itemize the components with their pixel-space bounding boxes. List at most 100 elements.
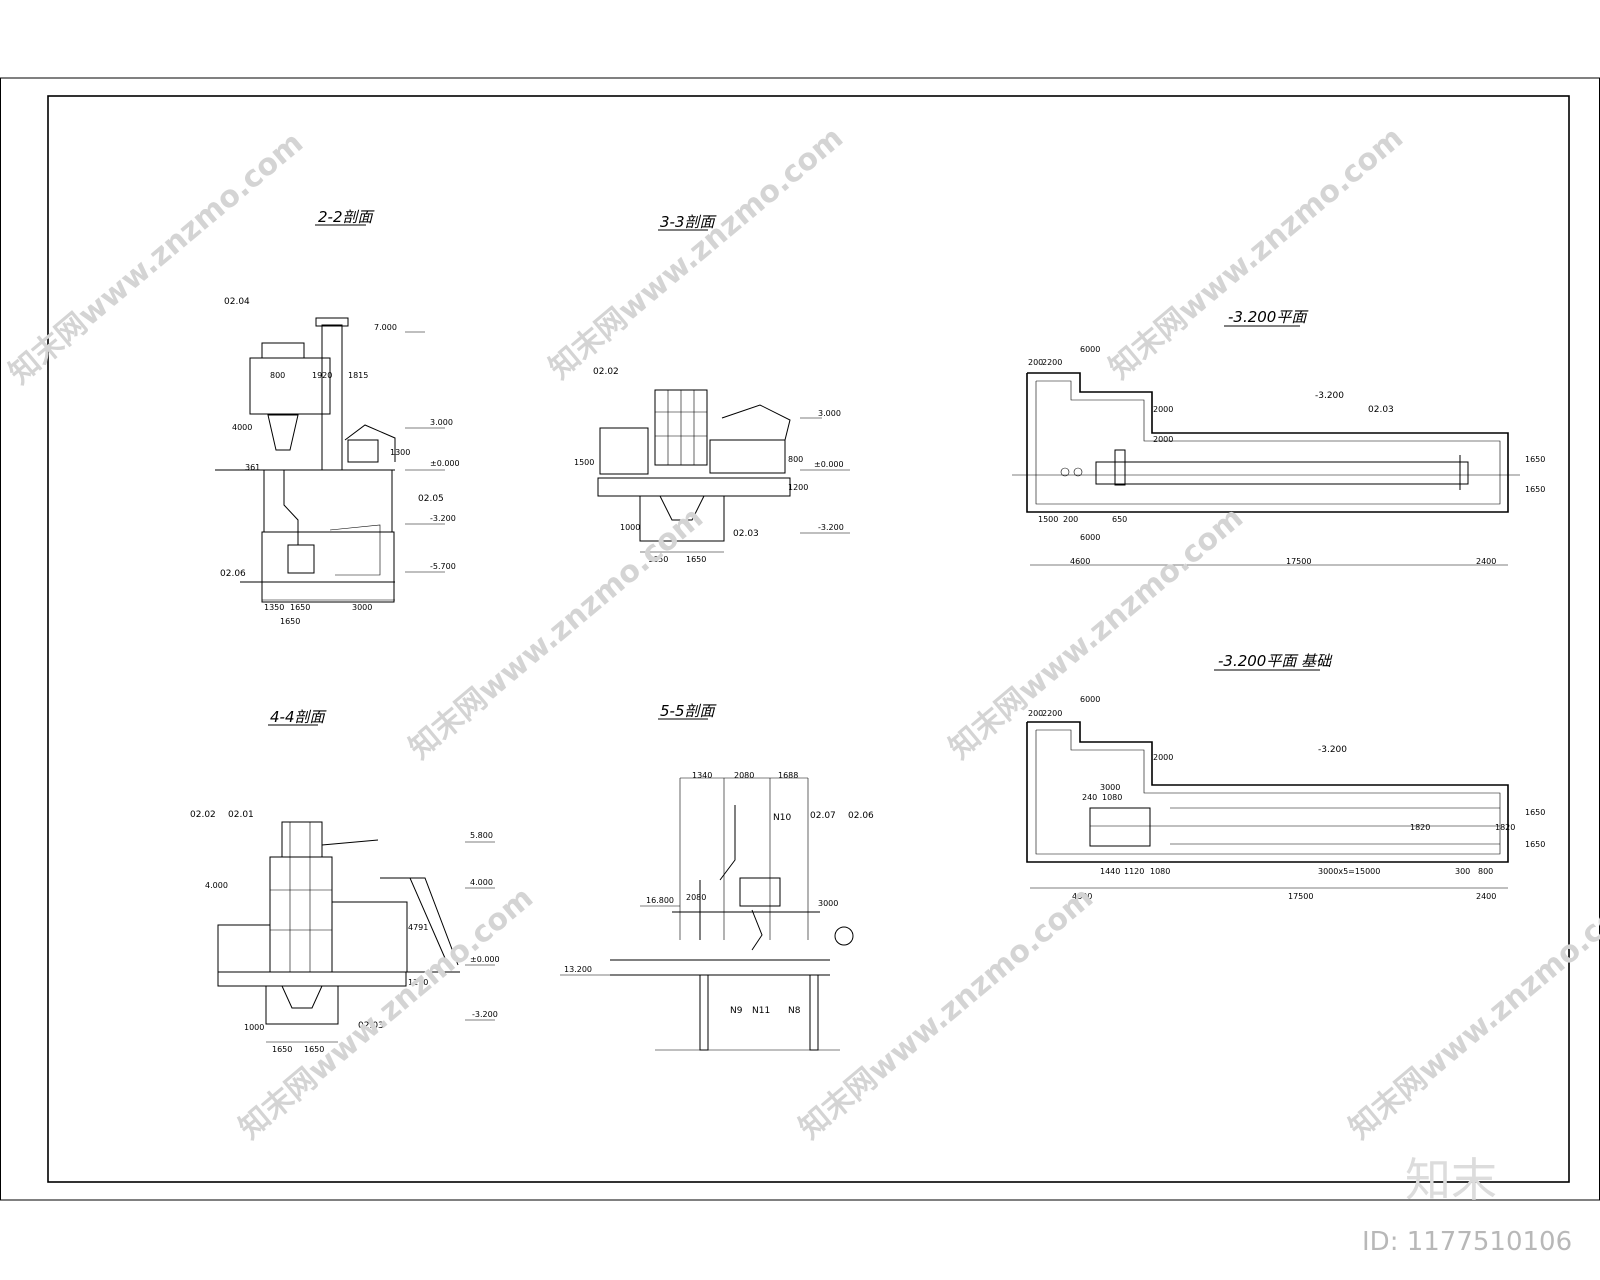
dim: 2080 <box>686 893 706 902</box>
dim: 200 <box>1028 709 1043 718</box>
elev: 4.000 <box>205 881 228 890</box>
dim: 2400 <box>1476 557 1496 566</box>
plan-minus-3200-foundation: -3.200平面 基础 -3.200 6000 200 2200 2000 30… <box>1026 652 1545 901</box>
dim: 800 <box>788 455 803 464</box>
dim: 1820 <box>1495 823 1515 832</box>
label-n10: N10 <box>773 813 791 823</box>
label-02-03: 02.03 <box>1368 405 1394 415</box>
dim: 17500 <box>1286 557 1311 566</box>
dim: 2400 <box>1476 892 1496 901</box>
dim: 1200 <box>788 483 808 492</box>
dim: 1920 <box>312 371 332 380</box>
section-3-3: 3-3剖面 02.02 02.03 3.000 ±0.000 -3.200 15… <box>574 213 850 564</box>
dim: 3000x5=15000 <box>1318 867 1380 876</box>
label-02-06: 02.06 <box>220 569 246 579</box>
dim: 1210 <box>408 978 428 987</box>
watermark-text: 知末网www.znzmo.com <box>1343 880 1600 1146</box>
dim: 300 <box>1455 867 1470 876</box>
dim: 3000 <box>352 603 372 612</box>
dim: 1650 <box>272 1045 292 1054</box>
elev: 13.200 <box>564 965 592 974</box>
label-02-05: 02.05 <box>418 494 444 504</box>
plan-title: -3.200平面 <box>1228 308 1309 326</box>
dim: 6000 <box>1080 533 1100 542</box>
section-5-5: 5-5剖面 N10 02.07 02.06 N9 N11 N8 16.800 1… <box>560 702 874 1051</box>
dim: 6000 <box>1080 345 1100 354</box>
dim: 1440 <box>1100 867 1120 876</box>
dim: 6000 <box>1080 695 1100 704</box>
dim: 1650 <box>1525 808 1545 817</box>
label-n11: N11 <box>752 1006 770 1016</box>
section-4-4: 4-4剖面 02.02 02.01 02.03 5.800 4.000 4.00… <box>190 708 500 1054</box>
label-02-06: 02.06 <box>848 811 874 821</box>
dim: 2200 <box>1042 709 1062 718</box>
dim: 1650 <box>686 555 706 564</box>
dim: 4600 <box>1072 892 1092 901</box>
label-02-04: 02.04 <box>224 297 250 307</box>
elev: -3.200 <box>818 523 844 532</box>
dim: 1815 <box>348 371 368 380</box>
section-2-2: 2-2剖面 02.04 02.05 02.06 7.000 3.000 ±0.0… <box>215 208 460 626</box>
watermark-text: 知末网www.znzmo.com <box>543 120 850 386</box>
elev: 7.000 <box>374 323 397 332</box>
watermark-text: 知末网www.znzmo.com <box>793 880 1100 1146</box>
dim: 1650 <box>648 555 668 564</box>
elev: -3.200 <box>472 1010 498 1019</box>
elev: -5.700 <box>430 562 456 571</box>
dim: 2080 <box>734 771 754 780</box>
label-02-01: 02.01 <box>228 810 254 820</box>
dim: 4000 <box>232 423 252 432</box>
label-n9: N9 <box>730 1006 743 1016</box>
watermark-logo: 知末 <box>1405 1153 1497 1207</box>
dim: 3000 <box>1100 783 1120 792</box>
dim: 1650 <box>290 603 310 612</box>
elev: -3.200 <box>430 514 456 523</box>
dim: 200 <box>1063 515 1078 524</box>
section-title: 5-5剖面 <box>660 702 717 720</box>
plan-title: -3.200平面 基础 <box>1218 652 1333 670</box>
dim: 17500 <box>1288 892 1313 901</box>
dim: 1500 <box>574 458 594 467</box>
dim: 200 <box>1028 358 1043 367</box>
watermark-id: ID: 1177510106 <box>1362 1227 1572 1257</box>
dim: 2000 <box>1153 405 1173 414</box>
dim: 3000 <box>818 899 838 908</box>
elev: ±0.000 <box>814 460 844 469</box>
watermark-text: 知末网www.znzmo.com <box>1103 120 1410 386</box>
elev: 4.000 <box>470 878 493 887</box>
label-02-02: 02.02 <box>593 367 619 377</box>
plan-minus-3200: -3.200平面 -3.200 02.03 6000 200 2200 2000… <box>1012 308 1545 566</box>
dim: 361 <box>245 463 260 472</box>
dim: 650 <box>1112 515 1127 524</box>
label-02-03: 02.03 <box>358 1021 384 1031</box>
label-n8: N8 <box>788 1006 801 1016</box>
inner-frame <box>47 95 1570 1183</box>
dim: 1650 <box>1525 840 1545 849</box>
elev: ±0.000 <box>430 459 460 468</box>
section-title: 4-4剖面 <box>270 708 327 726</box>
dim: 4791 <box>408 923 428 932</box>
dim: 2200 <box>1042 358 1062 367</box>
elev: ±0.000 <box>470 955 500 964</box>
dim: 240 <box>1082 793 1097 802</box>
elev: 5.800 <box>470 831 493 840</box>
dim: 2000 <box>1153 435 1173 444</box>
section-title: 2-2剖面 <box>318 208 375 226</box>
dim: 1350 <box>264 603 284 612</box>
dim: 1650 <box>280 617 300 626</box>
dim: 1820 <box>1410 823 1430 832</box>
dim: 1300 <box>390 448 410 457</box>
elev: 16.800 <box>646 896 674 905</box>
label-02-03: 02.03 <box>733 529 759 539</box>
dim: 2000 <box>1153 753 1173 762</box>
label: -3.200 <box>1318 745 1347 755</box>
label: -3.200 <box>1315 391 1344 401</box>
dim: 4600 <box>1070 557 1090 566</box>
dim: 1000 <box>620 523 640 532</box>
dim: 1500 <box>1038 515 1058 524</box>
dim: 800 <box>270 371 285 380</box>
watermark-layer: 知末网www.znzmo.com 知末网www.znzmo.com 知末网www… <box>3 120 1600 1257</box>
dim: 1688 <box>778 771 798 780</box>
dim: 1080 <box>1102 793 1122 802</box>
